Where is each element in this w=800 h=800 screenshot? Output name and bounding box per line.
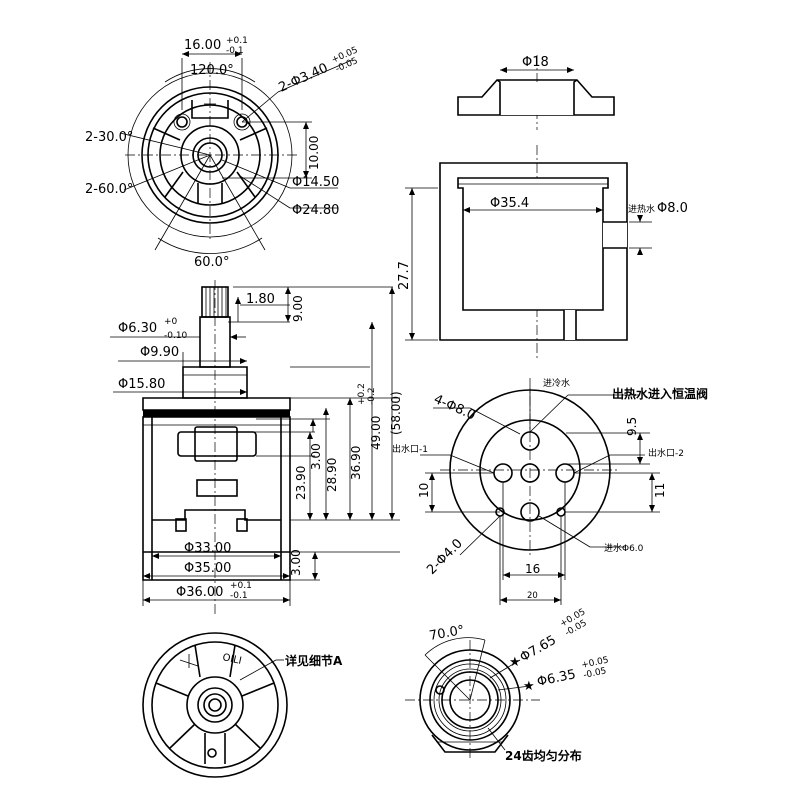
dim-9-00-label: 9.00 [291,295,305,322]
height-27-7-label: 27.7 [397,261,412,290]
dia-15-80-label: Φ15.80 [118,377,165,392]
star-1: ★ [509,655,521,670]
h-58-label: (58.00) [389,391,403,435]
stamp-text: OILI [221,652,242,667]
teeth-note: 24齿均匀分布 [505,748,582,763]
angle-60-label: 2-60.0° [85,182,133,197]
dia-35-4-label: Φ35.4 [490,196,529,211]
dia-36-label: Φ36.00 [176,585,223,600]
h-49-tol-lower: -0.2 [367,387,377,405]
dim-16-tol-upper: +0.1 [226,36,248,46]
dim-11-label: 11 [653,483,667,498]
port-left [493,463,513,483]
inlet-6-label: 进水Φ6.0 [604,542,644,554]
dim-10-label: 10 [417,483,431,498]
dia-36-tol-lower: -0.1 [230,591,248,601]
h-36-90-label: 36.90 [349,446,363,480]
holes-label: 2-Φ3.40 [277,61,331,96]
h-49-label: 49.00 [369,416,383,450]
cold-in-label: 进冷水 [543,377,570,389]
angle-60-bottom-label: 60.0° [194,255,229,270]
inlet-dia-label: Φ8.0 [657,201,688,216]
bottom-view: OILI 详见细节A [142,632,343,778]
h-3-00-label: 3.00 [309,443,323,470]
holes-2-label: 2-Φ4.0 [424,536,466,578]
top-view: 16.00 +0.1 -0.1 120.0° 2-Φ3.40 +0.05 -0.… [85,36,360,270]
dim-16-label: 16.00 [184,38,221,53]
angle-70-label: 70.0° [428,623,466,644]
outlet-1-label: 出水口-1 [392,443,428,455]
detail-view: 70.0° ★ Φ7.65 +0.05 -0.05 ★ Φ6.35 +0.05 … [405,607,610,763]
holes-4-label: 4-Φ8.0 [431,392,477,424]
dim-16-label: 16 [525,562,540,576]
port-right [555,463,575,483]
dim-10-label: 10.00 [307,136,321,170]
dia-6-30-tol-upper: +0 [164,317,178,327]
h-23-90-label: 23.90 [294,466,308,500]
dia-6-30-label: Φ6.30 [118,321,157,336]
dia-24-80-label: Φ24.80 [292,203,339,218]
dia-9-90-label: Φ9.90 [140,345,179,360]
detail-a-label: 详见细节A [285,653,343,668]
dim-16-tol-lower: -0.1 [226,46,244,56]
bottom-port-view: 出热水进入恒温阀 进冷水 4-Φ8.0 9.5 出水口-1 出水口-2 10 1… [392,377,708,605]
outlet-2-label: 出水口-2 [648,447,684,459]
port-bottom [520,502,540,522]
h-28-90-label: 28.90 [325,458,339,492]
dia-6-35-label: Φ6.35 [536,667,577,690]
port-view-title: 出热水进入恒温阀 [612,386,708,401]
star-2: ★ [523,679,535,694]
dim-1-80-label: 1.80 [246,292,275,307]
dia-18-label: Φ18 [522,55,549,70]
inlet-hot-label: 进热水 [628,203,655,215]
port-center [520,463,540,483]
dia-6-35-tol-lower: -0.05 [583,666,608,681]
side-view: 1.80 9.00 Φ6.30 +0 -0.10 Φ9.90 Φ15.80 23… [110,280,403,615]
dim-9-5-label: 9.5 [625,417,639,436]
mount-hole-left [176,116,188,128]
dim-20-label: 20 [527,591,538,601]
h-49-tol-upper: +0.2 [357,383,367,405]
dia-14-50-label: Φ14.50 [292,175,339,190]
angle-30-label: 2-30.0° [85,130,133,145]
dia-35-label: Φ35.00 [184,561,231,576]
dia-6-30-tol-lower: -0.10 [164,331,188,341]
dia-36-tol-upper: +0.1 [230,581,252,591]
dia-33-label: Φ33.00 [184,541,231,556]
h-3-00-bottom-label: 3.00 [289,549,303,576]
angle-120-label: 120.0° [190,63,234,78]
dia-7-65-label: Φ7.65 [518,633,559,666]
top-right-view: Φ18 Φ35.4 27.7 进热水 Φ8.0 [397,55,688,360]
